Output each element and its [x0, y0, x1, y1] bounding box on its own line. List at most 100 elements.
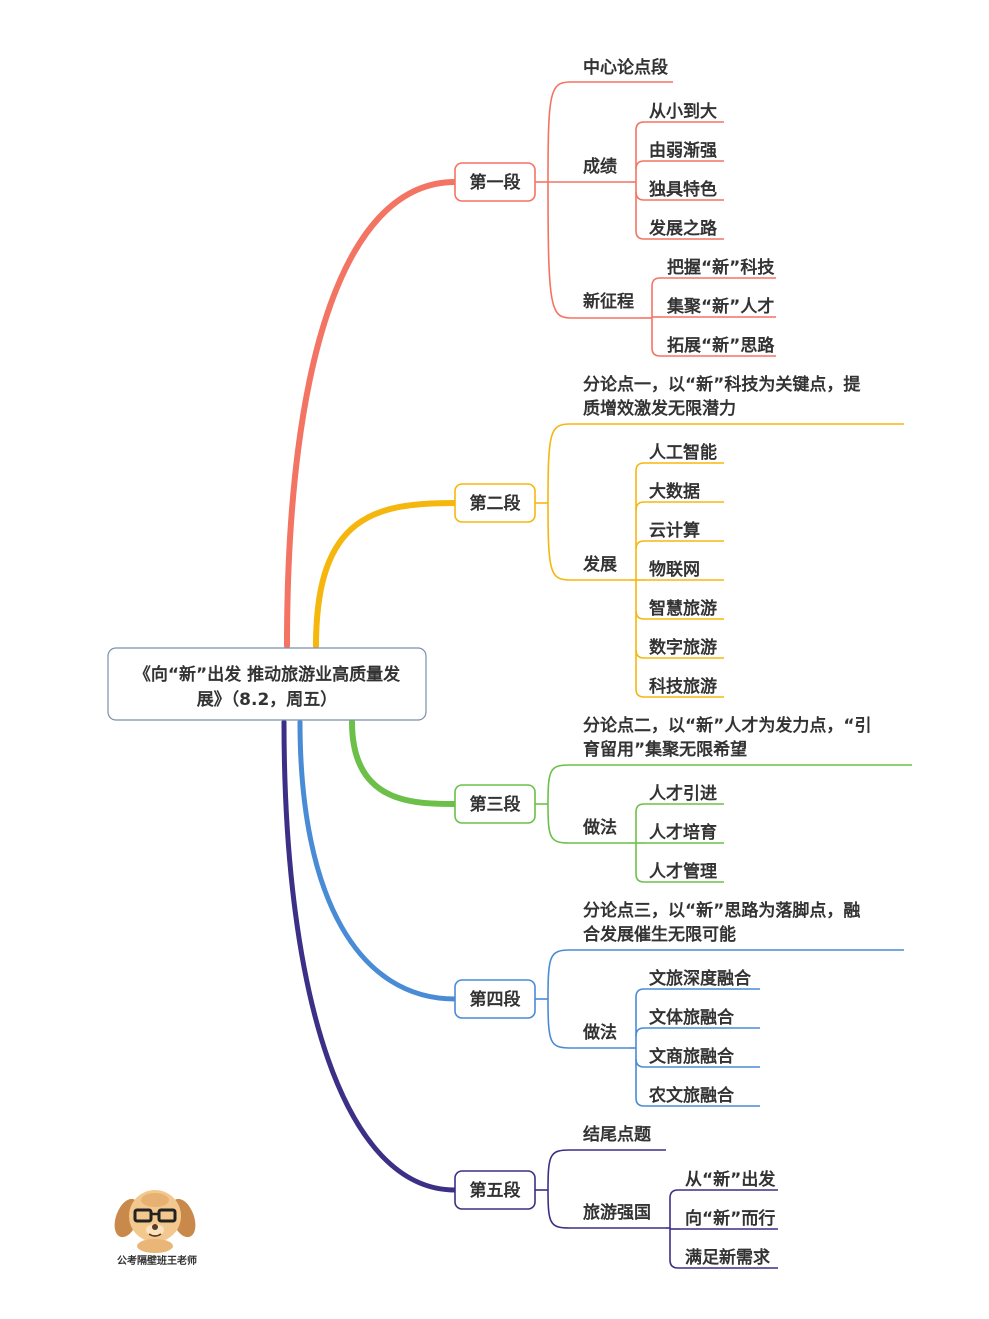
leaf-node[interactable]: 把握“新”科技 [667, 257, 775, 278]
trunk-line-4 [297, 719, 458, 1002]
leaf-connector [635, 1027, 645, 1037]
section-box [454, 483, 536, 523]
branch-node[interactable]: 结尾点题 [583, 1124, 652, 1145]
section-node-4[interactable]: 第四段 [454, 979, 536, 1019]
branch-connector [547, 423, 571, 504]
branch-node[interactable]: 发展 [582, 554, 617, 575]
branch-label: 分论点二，以“新”人才为发力点，“引 [583, 715, 872, 736]
section-label: 第二段 [470, 493, 521, 514]
section-node-5[interactable]: 第五段 [454, 1170, 536, 1210]
leaf-node[interactable]: 人才培育 [649, 822, 717, 843]
section-label: 第一段 [470, 172, 521, 193]
leaf-connector [635, 501, 645, 511]
leaf-node[interactable]: 文商旅融合 [649, 1046, 735, 1067]
branch-node[interactable]: 成绩 [583, 156, 617, 177]
leaf-node[interactable]: 人工智能 [649, 442, 717, 463]
section-box [454, 162, 536, 202]
leaf-node[interactable]: 智慧旅游 [649, 598, 717, 619]
branch-label: 成绩 [583, 156, 617, 177]
branch-label: 分论点三，以“新”思路为落脚点，融 [583, 900, 860, 921]
branch-node[interactable]: 新征程 [583, 291, 634, 312]
leaf-node[interactable]: 文旅深度融合 [649, 968, 752, 989]
leaf-connector [651, 277, 661, 287]
root-title-line2: 展》（8.2，周五） [197, 689, 338, 710]
section-label: 第三段 [470, 794, 521, 815]
leaf-node[interactable]: 科技旅游 [649, 676, 717, 697]
leaf-connector [635, 1058, 645, 1068]
leaf-node[interactable]: 物联网 [649, 559, 700, 580]
branch-label: 旅游强国 [583, 1202, 651, 1223]
branch-node[interactable]: 旅游强国 [583, 1202, 651, 1223]
leaf-node[interactable]: 发展之路 [648, 218, 718, 239]
section-node-2[interactable]: 第二段 [454, 483, 536, 523]
root-node[interactable]: 《向“新”出发 推动旅游业高质量发 展》（8.2，周五） [107, 647, 427, 721]
leaf-label: 把握“新”科技 [667, 257, 775, 278]
leaf-node[interactable]: 向“新”而行 [685, 1208, 775, 1229]
branch-label: 做法 [582, 817, 617, 838]
leaf-node[interactable]: 农文旅融合 [648, 1085, 735, 1106]
leaf-node[interactable]: 人才管理 [649, 861, 717, 882]
leaf-node[interactable]: 满足新需求 [685, 1247, 770, 1268]
leaf-connector [635, 803, 645, 813]
branch-connector [547, 764, 571, 805]
leaf-node[interactable]: 拓展“新”思路 [667, 335, 775, 356]
branch-connector [547, 1189, 571, 1229]
leaf-label: 智慧旅游 [649, 598, 717, 619]
leaf-label: 人工智能 [649, 442, 717, 463]
section-node-3[interactable]: 第三段 [454, 784, 536, 824]
section-node-1[interactable]: 第一段 [454, 162, 536, 202]
leaf-node[interactable]: 独具特色 [649, 179, 717, 200]
leaf-node[interactable]: 由弱渐强 [649, 140, 717, 161]
leaf-node[interactable]: 从“新”出发 [685, 1169, 776, 1190]
branch-connector [547, 949, 571, 1000]
branch-label: 分论点一，以“新”科技为关键点，提 [583, 374, 861, 395]
branch-node[interactable]: 做法 [582, 817, 617, 838]
leaf-node[interactable]: 数字旅游 [649, 637, 717, 658]
branch-label-line2: 质增效激发无限潜力 [583, 398, 736, 419]
branch-label-line2: 育留用”集聚无限希望 [583, 739, 747, 760]
leaf-connector [635, 462, 645, 472]
leaf-label: 人才培育 [649, 822, 717, 843]
section-box [454, 1170, 536, 1210]
leaf-connector [635, 230, 645, 240]
dog-mascot-icon [114, 1190, 196, 1253]
leaf-connector [635, 873, 645, 883]
root-box [107, 647, 427, 721]
leaf-node[interactable]: 云计算 [649, 520, 700, 541]
leaf-connector [635, 649, 645, 659]
leaf-node[interactable]: 文体旅融合 [649, 1007, 735, 1028]
leaf-label: 农文旅融合 [648, 1085, 735, 1106]
section-label: 第五段 [470, 1180, 521, 1201]
leaf-label: 文体旅融合 [649, 1007, 735, 1028]
branch-label: 新征程 [583, 291, 634, 312]
leaf-connector [635, 121, 645, 131]
branch-node[interactable]: 做法 [582, 1022, 617, 1043]
branch-connector [547, 81, 571, 183]
trunk-line-2 [313, 500, 458, 649]
trunk-line-1 [284, 179, 458, 649]
branch-node[interactable]: 中心论点段 [583, 57, 668, 78]
branch-connector [547, 181, 571, 319]
branch-connector [547, 1149, 571, 1191]
branch-label: 发展 [582, 554, 617, 575]
branch-label: 中心论点段 [583, 57, 668, 78]
leaf-node[interactable]: 集聚“新”人才 [666, 296, 774, 317]
leaf-node[interactable]: 人才引进 [649, 783, 717, 804]
leaf-label: 独具特色 [649, 179, 717, 200]
leaf-node[interactable]: 从小到大 [649, 101, 717, 122]
leaf-connector [635, 191, 645, 201]
connector-lines [281, 81, 912, 1269]
leaf-connector [669, 1189, 679, 1199]
branch-connector [547, 803, 571, 844]
leaf-connector [651, 347, 661, 357]
leaf-connector [635, 610, 645, 620]
leaf-label: 云计算 [649, 520, 700, 541]
root-title-line1: 《向“新”出发 推动旅游业高质量发 [134, 664, 401, 685]
leaf-node[interactable]: 大数据 [649, 481, 700, 502]
leaf-label: 人才管理 [649, 861, 717, 882]
